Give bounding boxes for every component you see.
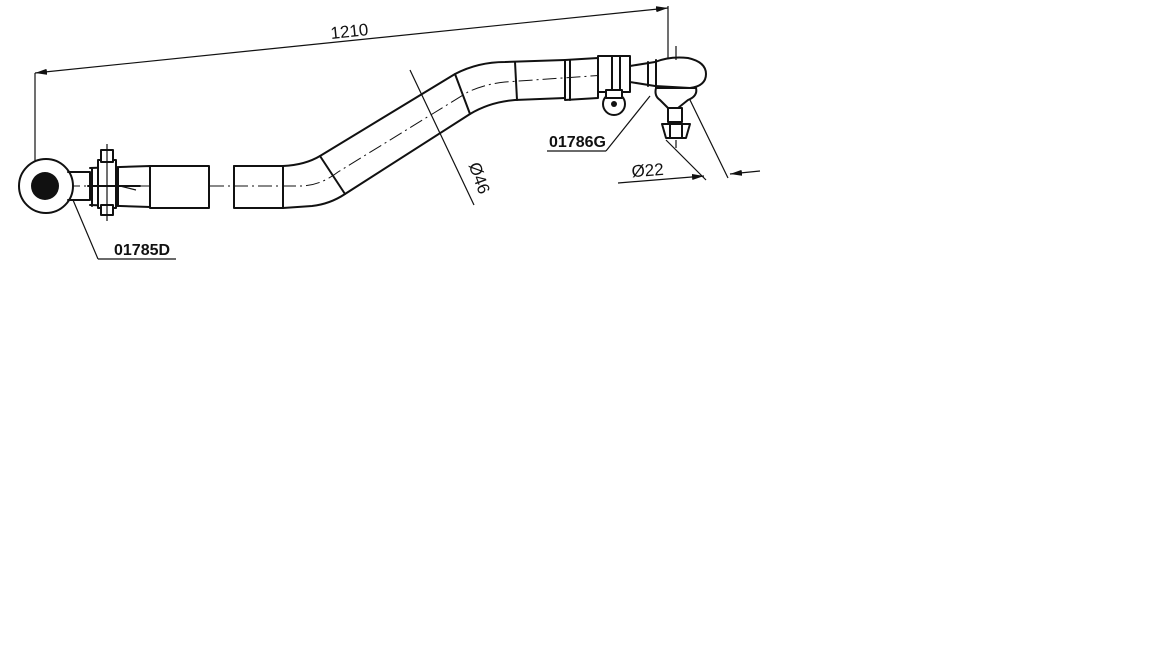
ball-diameter-dimension: Ø22 xyxy=(617,99,761,184)
left-tube-segment xyxy=(149,165,210,209)
callout-right-part: 01786G xyxy=(547,95,651,152)
center-line xyxy=(18,71,691,187)
tube-diameter-label: Ø46 xyxy=(465,160,494,197)
left-ball-joint xyxy=(18,144,151,221)
right-part-number: 01786G xyxy=(549,134,606,151)
callout-left-part: 01785D xyxy=(72,199,176,260)
overall-length-dimension: 1210 xyxy=(34,6,669,168)
right-ball-joint xyxy=(597,46,707,148)
ball-diameter-label: Ø22 xyxy=(631,160,664,181)
tube-diameter-dimension: Ø46 xyxy=(409,69,494,206)
overall-length-label: 1210 xyxy=(330,20,370,43)
left-part-number: 01785D xyxy=(114,242,170,259)
main-tube xyxy=(233,57,599,209)
